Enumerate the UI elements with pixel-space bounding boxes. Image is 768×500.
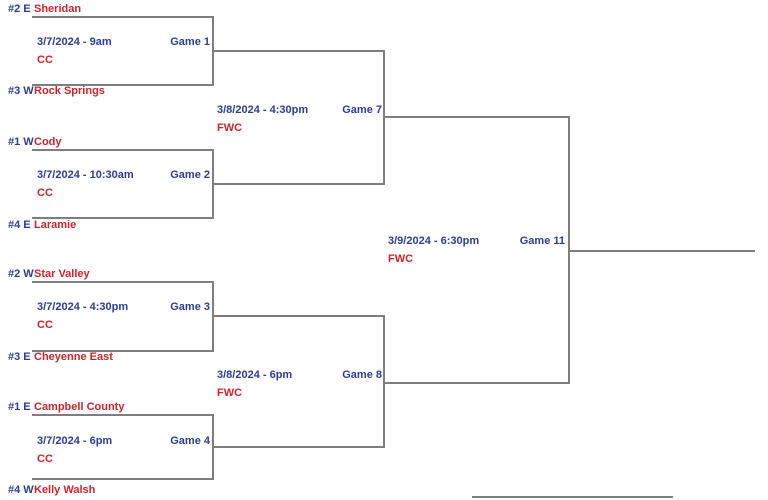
team-slot-kelly-walsh: #4 WKelly Walsh [8, 484, 95, 497]
team-seed: #3 W [8, 85, 34, 97]
team-name: Sheridan [34, 3, 82, 15]
game1-info: 3/7/2024 - 9am Game 1 CC [37, 36, 210, 67]
game4-info: 3/7/2024 - 6pm Game 4 CC [37, 435, 210, 466]
game4-winner-line [213, 446, 384, 448]
game3-info: 3/7/2024 - 4:30pm Game 3 CC [37, 301, 210, 332]
game1-winner-line [213, 50, 384, 52]
team-seed: #1 W [8, 136, 34, 148]
team-name: Kelly Walsh [34, 484, 96, 496]
team-slot-star-valley: #2 WStar Valley [8, 268, 90, 281]
lower-bracket-partial-line [472, 496, 673, 498]
game-datetime: 3/7/2024 - 10:30am [37, 169, 134, 181]
game-location: CC [37, 453, 53, 465]
team-name: Laramie [34, 219, 77, 231]
game11-info: 3/9/2024 - 6:30pm Game 11 FWC [388, 235, 565, 266]
game-datetime: 3/9/2024 - 6:30pm [388, 235, 480, 247]
team-name: Star Valley [34, 268, 90, 280]
game2-winner-line [213, 183, 384, 185]
game-label: Game 1 [170, 36, 210, 48]
game-label: Game 3 [170, 301, 210, 313]
game-label: Game 8 [342, 369, 382, 381]
game3-winner-line [213, 315, 384, 317]
team-seed: #2 E [8, 3, 31, 15]
game-datetime: 3/7/2024 - 4:30pm [37, 301, 129, 313]
game8-bracket-line [383, 315, 385, 448]
game-location: CC [37, 54, 53, 66]
team-seed: #3 E [8, 351, 31, 363]
game7-winner-line [384, 116, 570, 118]
team-name: Rock Springs [34, 85, 105, 97]
team-name: Campbell County [34, 401, 125, 413]
team-seed: #2 W [8, 268, 34, 280]
game-label: Game 4 [170, 435, 210, 447]
team-slot-cody: #1 WCody [8, 136, 62, 149]
game8-info: 3/8/2024 - 6pm Game 8 FWC [217, 369, 382, 400]
game-label: Game 2 [170, 169, 210, 181]
game-datetime: 3/8/2024 - 4:30pm [217, 104, 309, 116]
game-datetime: 3/7/2024 - 9am [37, 36, 112, 48]
game-location: FWC [388, 253, 414, 265]
game-location: FWC [217, 122, 243, 134]
game-label: Game 11 [519, 235, 565, 247]
game-label: Game 7 [342, 104, 382, 116]
team-seed: #1 E [8, 401, 31, 413]
game11-bracket-line [568, 116, 570, 384]
champion-line [570, 250, 755, 252]
team-name: Cody [34, 136, 62, 148]
team-seed: #4 E [8, 219, 31, 231]
team-seed: #4 W [8, 484, 34, 496]
team-name: Cheyenne East [34, 351, 113, 363]
game7-info: 3/8/2024 - 4:30pm Game 7 FWC [217, 104, 382, 135]
game-location: FWC [217, 387, 243, 399]
team-slot-rock-springs: #3 WRock Springs [8, 85, 105, 98]
game-datetime: 3/8/2024 - 6pm [217, 369, 293, 381]
game8-winner-line [384, 382, 570, 384]
game-location: CC [37, 187, 53, 199]
game-location: CC [37, 319, 53, 331]
game-datetime: 3/7/2024 - 6pm [37, 435, 113, 447]
game2-info: 3/7/2024 - 10:30am Game 2 CC [37, 169, 210, 200]
